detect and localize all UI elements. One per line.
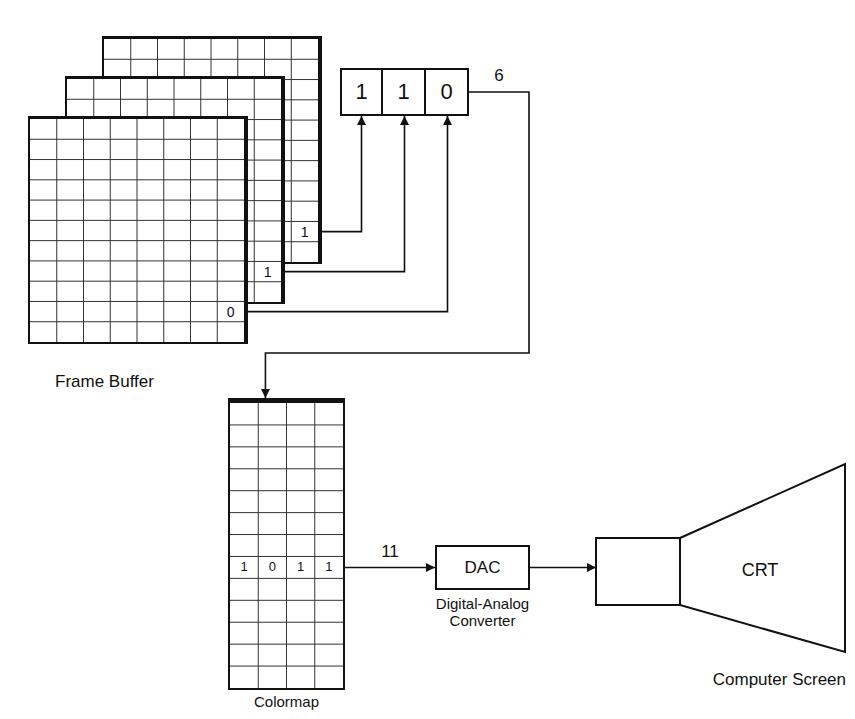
grid-line xyxy=(30,179,244,180)
register-cell: 0 xyxy=(426,68,469,116)
colormap-cell: 0 xyxy=(258,556,286,578)
grid-line xyxy=(314,403,315,688)
grid-line xyxy=(230,666,343,667)
register-cell: 1 xyxy=(383,68,426,116)
bit-count: 6 xyxy=(492,66,505,85)
colormap-bit: 1 xyxy=(241,560,248,575)
register-node: 1 1 0 xyxy=(340,68,469,116)
connector-arrow xyxy=(530,567,596,569)
grid-line xyxy=(230,512,343,513)
grid-line xyxy=(230,556,343,557)
dac-node: DACDigital-Analog Converter xyxy=(435,545,530,590)
edge-label-holder: 6 xyxy=(492,66,505,86)
register-cell: 1 xyxy=(340,68,383,116)
bit-value: 1 xyxy=(301,224,309,240)
grid-line xyxy=(230,424,343,425)
converter-name: DAC xyxy=(465,558,501,578)
grid-line xyxy=(254,79,255,302)
bit-cell: 1 xyxy=(254,261,281,281)
grid-line xyxy=(230,468,343,469)
crt-name: CRT xyxy=(742,560,779,581)
converter-box: DAC xyxy=(435,545,530,590)
grid-line xyxy=(30,301,244,302)
bit-count: 11 xyxy=(379,542,401,561)
converter-caption: Digital-Analog Converter xyxy=(403,595,562,630)
grid-line xyxy=(190,119,191,342)
grid-lines xyxy=(230,403,343,688)
colormap-cell: 1 xyxy=(315,556,343,578)
grid-line xyxy=(230,534,343,535)
grid-lines xyxy=(30,119,244,342)
grid-line xyxy=(230,600,343,601)
colormap-cell: 1 xyxy=(230,556,258,578)
colormap-caption: Colormap xyxy=(254,693,319,710)
grid-line xyxy=(230,622,343,623)
free-label-holder: Frame Buffer xyxy=(55,372,154,392)
grid-line xyxy=(230,578,343,579)
crt-screen xyxy=(680,464,845,652)
crt-neck xyxy=(596,538,680,605)
crt-node: CRT Computer Screen xyxy=(595,462,850,702)
colormap-node: 1011Colormap xyxy=(228,398,345,690)
grid-line xyxy=(83,119,84,342)
grid-line xyxy=(67,99,281,100)
bit-cell: 1 xyxy=(291,221,318,241)
colormap-table: 1 0 1 1 xyxy=(228,398,345,690)
grid-line xyxy=(137,119,138,342)
grid-line xyxy=(163,119,164,342)
grid-line xyxy=(104,59,318,60)
label-holder: CRT xyxy=(705,552,815,588)
colormap-bit: 1 xyxy=(297,560,304,575)
grid-line xyxy=(291,39,292,262)
grid-line xyxy=(258,403,259,688)
grid-line xyxy=(30,139,244,140)
grid-line xyxy=(230,490,343,491)
bit-value: 1 xyxy=(264,264,272,280)
caption-holder: Computer Screen xyxy=(713,670,846,690)
plane-node: 0 xyxy=(28,116,248,344)
grid-line xyxy=(30,260,244,261)
grid-line xyxy=(230,644,343,645)
register-bit: 1 xyxy=(397,79,409,104)
crt-tube xyxy=(595,462,850,702)
register-bit: 0 xyxy=(440,79,452,104)
grid-line xyxy=(30,200,244,201)
connector-arrow xyxy=(322,116,362,232)
caption-holder: Colormap xyxy=(198,693,375,710)
bit-cell: 0 xyxy=(217,301,244,321)
grid-line xyxy=(217,119,218,342)
grid-line xyxy=(230,446,343,447)
grid-line xyxy=(56,119,57,342)
section-label: Frame Buffer xyxy=(55,372,154,391)
edge-label-holder: 11 xyxy=(379,542,401,562)
bit-value: 0 xyxy=(227,304,235,320)
register-bit: 1 xyxy=(355,79,367,104)
grid-line xyxy=(30,281,244,282)
grid-line xyxy=(30,321,244,322)
grid-line xyxy=(286,403,287,688)
screen-caption: Computer Screen xyxy=(713,670,846,690)
colormap-cell: 1 xyxy=(287,556,315,578)
colormap-bit: 1 xyxy=(325,560,332,575)
grid-line xyxy=(30,159,244,160)
grid-line xyxy=(30,240,244,241)
connector-arrow xyxy=(345,567,435,569)
colormap-bit: 0 xyxy=(269,560,276,575)
grid-line xyxy=(110,119,111,342)
caption-holder: Digital-Analog Converter xyxy=(403,595,562,630)
grid-line xyxy=(30,220,244,221)
